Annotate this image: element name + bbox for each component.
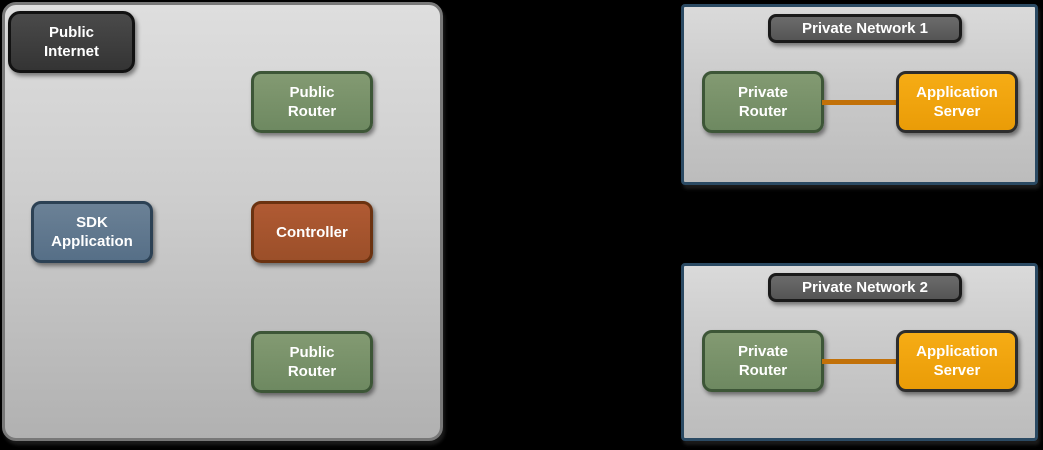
node-application-server-2: Application Server xyxy=(896,330,1018,392)
private-network-2-zone: Private Network 2 Private Router Applica… xyxy=(681,263,1038,441)
router-server-connector-line-2 xyxy=(822,359,898,364)
node-public-router-top: Public Router xyxy=(251,71,373,133)
public-internet-zone: Public Internet Public Router SDK Applic… xyxy=(2,2,443,441)
private-network-1-zone: Private Network 1 Private Router Applica… xyxy=(681,4,1038,185)
node-public-router-bottom: Public Router xyxy=(251,331,373,393)
node-controller: Controller xyxy=(251,201,373,263)
private-network-2-title: Private Network 2 xyxy=(768,273,962,302)
router-server-connector-line-1 xyxy=(822,100,898,105)
node-private-router-2: Private Router xyxy=(702,330,824,392)
public-internet-label: Public Internet xyxy=(8,11,135,73)
node-application-server-1: Application Server xyxy=(896,71,1018,133)
private-network-1-title: Private Network 1 xyxy=(768,14,962,43)
node-private-router-1: Private Router xyxy=(702,71,824,133)
node-sdk-application: SDK Application xyxy=(31,201,153,263)
